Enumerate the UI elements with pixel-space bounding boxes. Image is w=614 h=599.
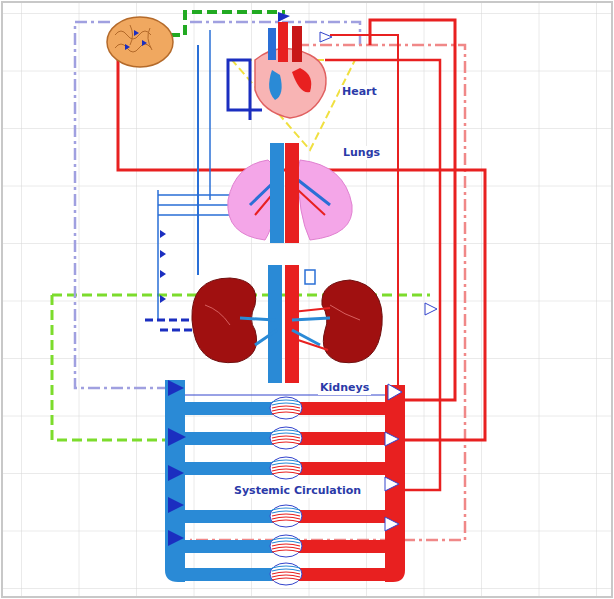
- capillary-stroke: [272, 460, 300, 462]
- capillary-bed: [270, 535, 302, 557]
- capillary-bed: [270, 397, 302, 419]
- capillary-stroke: [272, 463, 300, 465]
- capillary-stroke: [272, 514, 300, 516]
- capillary-stroke: [272, 403, 300, 405]
- capillary-bed: [270, 427, 302, 449]
- capillary-stroke: [272, 409, 300, 411]
- capillary-stroke: [272, 544, 300, 546]
- capillary-stroke: [272, 430, 300, 432]
- capillary-stroke: [272, 520, 300, 522]
- capillary-stroke: [272, 541, 300, 543]
- organ-label: Systemic Circulation: [232, 484, 363, 498]
- capillary-stroke: [272, 547, 300, 549]
- capillary-bed: [270, 563, 302, 585]
- capillary-stroke: [272, 466, 300, 468]
- capillary-stroke: [272, 538, 300, 540]
- capillary-stroke: [272, 575, 300, 577]
- capillary-stroke: [272, 436, 300, 438]
- capillary-stroke: [272, 412, 300, 414]
- capillary-stroke: [272, 472, 300, 474]
- capillary-stroke: [272, 406, 300, 408]
- capillary-stroke: [272, 433, 300, 435]
- capillary-stroke: [272, 550, 300, 552]
- capillary-stroke: [272, 439, 300, 441]
- organ-label: Lungs: [341, 146, 382, 160]
- capillary-bed: [270, 457, 302, 479]
- organ-label: Heart: [340, 85, 379, 99]
- capillary-bed: [270, 505, 302, 527]
- capillary-stroke: [272, 511, 300, 513]
- capillary-stroke: [272, 469, 300, 471]
- capillary-stroke: [272, 442, 300, 444]
- capillary-stroke: [272, 569, 300, 571]
- capillary-stroke: [272, 572, 300, 574]
- capillary-stroke: [272, 517, 300, 519]
- capillary-stroke: [272, 566, 300, 568]
- capillary-stroke: [272, 400, 300, 402]
- capillary-stroke: [272, 578, 300, 580]
- capillary-stroke: [272, 508, 300, 510]
- organ-label: Kidneys: [318, 381, 371, 395]
